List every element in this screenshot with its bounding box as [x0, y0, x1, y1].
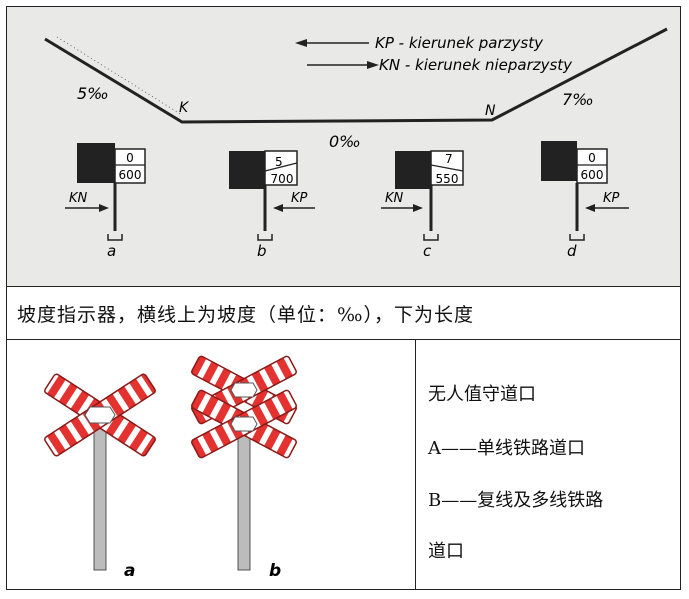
legend-kp: KP - kierunek parzysty — [375, 34, 544, 52]
board-arrow-label: KN — [69, 191, 88, 206]
profile-hatch — [56, 36, 183, 116]
crossing-description: 无人值守道口 A——单线铁路道口 B——复线及多线铁路 道口 — [416, 340, 680, 589]
board-gradient-value: 5 — [275, 155, 283, 169]
board-plate — [229, 151, 265, 189]
gradient-board-b: 5 700 KP b — [229, 150, 315, 260]
cross-center — [230, 382, 258, 398]
gradient-board-d: 0 600 KP d — [541, 141, 629, 260]
board-gradient-value: 7 — [445, 152, 453, 166]
legend-kn: KN - kierunek nieparzysty — [379, 56, 573, 74]
board-arrowhead — [273, 204, 283, 212]
board-label: c — [423, 242, 432, 260]
board-base — [569, 234, 585, 241]
board-label: a — [107, 242, 116, 260]
board-sign — [264, 150, 298, 186]
board-plate — [541, 141, 577, 181]
point-k-label: K — [179, 100, 190, 116]
gradient-diagram: KP - kierunek parzysty KN - kierunek nie… — [7, 7, 680, 287]
description-line-4: 道口 — [428, 541, 464, 562]
board-base — [107, 234, 123, 241]
kp-arrowhead — [295, 39, 307, 47]
point-n-label: N — [485, 103, 496, 119]
board-base — [423, 234, 439, 241]
board-length-value: 600 — [119, 168, 142, 182]
board-arrow-label: KP — [291, 191, 308, 206]
slope-left-label: 5‰ — [77, 84, 109, 103]
slope-right-label: 7‰ — [562, 90, 594, 109]
board-label: d — [567, 242, 577, 260]
description-line-3: B——复线及多线铁路 — [428, 490, 604, 511]
board-label: b — [257, 242, 267, 260]
kn-arrowhead — [367, 61, 379, 69]
board-arrow-label: KP — [603, 191, 620, 206]
board-arrowhead — [413, 204, 423, 212]
board-length-value: 600 — [581, 168, 604, 182]
description-line-1: 无人值守道口 — [428, 384, 536, 405]
board-arrow-label: KN — [385, 191, 404, 206]
crossing-label-b: b — [269, 561, 281, 581]
board-plate — [395, 151, 431, 189]
crossing-sign-a: a — [44, 373, 156, 581]
sign-post — [237, 431, 251, 571]
board-divider — [430, 164, 464, 172]
caption-text: 坡度指示器，横线上为坡度（单位：‰），下为长度 — [17, 304, 474, 326]
track-profile — [44, 27, 668, 124]
caption-row: 坡度指示器，横线上为坡度（单位：‰），下为长度 — [7, 286, 680, 340]
board-gradient-value: 0 — [126, 151, 134, 165]
crossing-row: a b — [7, 340, 680, 589]
sign-post — [93, 427, 107, 571]
board-length-value: 700 — [271, 172, 294, 186]
cross-center — [230, 416, 258, 432]
board-arrowhead — [585, 204, 595, 212]
figure-table: KP - kierunek parzysty KN - kierunek nie… — [6, 6, 681, 590]
board-gradient-value: 0 — [588, 151, 596, 165]
cross-center — [84, 406, 116, 424]
gradient-board-a: 0 600 KN a — [65, 143, 146, 260]
crossing-svg: a b — [44, 355, 297, 581]
gradient-diagram-svg: KP - kierunek parzysty KN - kierunek nie… — [44, 27, 668, 260]
slope-mid-label: 0‰ — [329, 132, 361, 151]
crossing-sign-b: b — [191, 355, 297, 581]
board-sign — [576, 148, 608, 184]
board-sign — [114, 148, 146, 184]
board-length-value: 550 — [436, 172, 459, 186]
description-line-2: A——单线铁路道口 — [428, 438, 585, 459]
board-plate — [77, 143, 115, 183]
gradient-board-c: 7 550 KN c — [381, 150, 464, 260]
board-base — [257, 234, 273, 241]
board-sign — [430, 150, 464, 186]
crossing-illustration: a b — [7, 340, 416, 589]
board-divider — [264, 162, 298, 172]
board-arrowhead — [99, 204, 109, 212]
crossing-label-a: a — [124, 561, 135, 581]
